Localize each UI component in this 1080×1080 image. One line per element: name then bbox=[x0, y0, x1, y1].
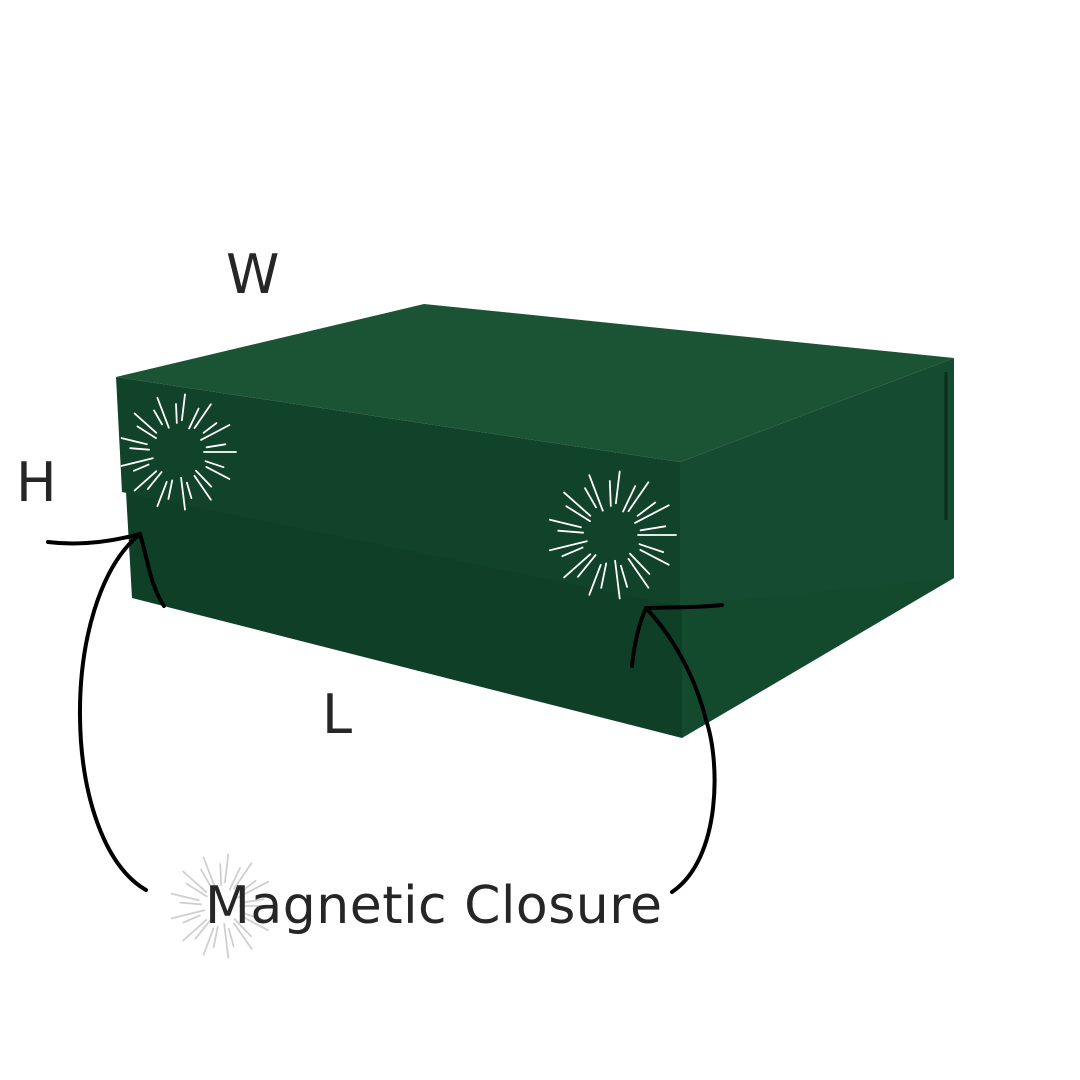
sparkle-ray bbox=[228, 867, 241, 891]
sparkle-ray bbox=[193, 403, 212, 430]
sparkle-ray bbox=[557, 529, 584, 534]
sparkle-ray bbox=[175, 403, 178, 424]
sparkle-ray bbox=[236, 880, 269, 899]
sparkle-ray bbox=[132, 463, 150, 472]
sparkle-ray bbox=[202, 422, 218, 434]
sparkle-ray bbox=[627, 481, 650, 513]
box-lid-side bbox=[680, 358, 954, 606]
sparkle-ray bbox=[549, 518, 582, 529]
sparkle-ray bbox=[193, 474, 212, 501]
sparkle-ray bbox=[156, 396, 170, 429]
sparkle-ray bbox=[242, 916, 269, 932]
sparkle-ray bbox=[223, 853, 230, 884]
sparkle-ray bbox=[240, 911, 263, 921]
box-lid-front bbox=[116, 377, 680, 606]
sparkle-ray bbox=[561, 546, 584, 558]
sparkle-ray bbox=[195, 469, 213, 488]
sparkle-ray bbox=[182, 870, 208, 893]
sparkle-ray bbox=[182, 914, 201, 924]
sparkle-ray bbox=[563, 491, 592, 517]
sparkle-ray bbox=[180, 393, 186, 422]
sparkle-ray bbox=[133, 470, 158, 492]
sparkle-ray bbox=[240, 879, 257, 893]
sparkle-ray bbox=[200, 424, 231, 441]
sparkle-ray bbox=[185, 481, 193, 500]
sparkle-ray bbox=[153, 409, 163, 426]
sparkle-ray bbox=[563, 553, 592, 579]
curved-arrow-icon bbox=[644, 606, 717, 894]
sparkle-ray bbox=[204, 460, 225, 469]
box-base-front bbox=[126, 492, 682, 738]
sparkle-ray bbox=[636, 501, 657, 517]
sparkle-ray bbox=[167, 479, 174, 500]
sparkle-ray bbox=[565, 505, 591, 522]
sparkle-ray bbox=[182, 919, 208, 942]
curved-arrow-icon bbox=[78, 532, 148, 892]
sparkle-ray bbox=[120, 457, 154, 467]
magnetic-closure-caption: Magnetic Closure bbox=[205, 876, 663, 936]
sparkle-ray bbox=[549, 540, 588, 552]
left-magnet-arrow bbox=[46, 531, 166, 892]
sparkle-ray bbox=[620, 564, 628, 588]
sparkle-ray bbox=[200, 868, 211, 887]
sparkle-burst-icon bbox=[170, 853, 275, 959]
sparkle-ray bbox=[219, 863, 223, 886]
sparkle-ray bbox=[588, 564, 602, 596]
right-magnet-arrow bbox=[630, 603, 724, 894]
arrow-head-right bbox=[630, 603, 724, 668]
sparkle-ray bbox=[615, 470, 621, 505]
arrow-head-left bbox=[46, 531, 166, 608]
sparkle-ray bbox=[233, 918, 253, 938]
sparkle-ray bbox=[577, 554, 597, 578]
sparkle-ray bbox=[212, 925, 219, 949]
sparkle-ray bbox=[179, 901, 203, 906]
sparkle-ray bbox=[205, 443, 227, 449]
sparkle-ray bbox=[241, 898, 265, 904]
sparkle-ray bbox=[133, 412, 158, 434]
box-lid-top bbox=[116, 304, 954, 462]
sparkle-ray bbox=[639, 525, 667, 532]
sparkle-ray bbox=[188, 407, 200, 430]
sparkle-ray bbox=[584, 487, 597, 509]
sparkle-ray bbox=[614, 559, 621, 600]
length-label: L bbox=[322, 683, 353, 746]
sparkle-ray bbox=[202, 927, 215, 956]
sparkle-ray bbox=[232, 922, 253, 950]
sparkle-ray bbox=[629, 552, 651, 575]
sparkle-ray bbox=[232, 862, 253, 890]
sparkle-ray bbox=[638, 543, 665, 553]
sparkle-ray bbox=[146, 471, 163, 491]
sparkle-ray bbox=[634, 504, 670, 524]
sparkle-ray bbox=[170, 892, 200, 902]
sparkle-burst-icon bbox=[120, 393, 237, 511]
sparkle-ray bbox=[136, 425, 157, 440]
sparkle-ray bbox=[600, 562, 608, 589]
sparkle-ray bbox=[180, 476, 186, 511]
sparkle-ray bbox=[202, 856, 217, 891]
sparkle-ray bbox=[639, 549, 670, 566]
sparkle-ray bbox=[608, 480, 612, 507]
width-label: W bbox=[226, 243, 280, 306]
sparkle-ray bbox=[205, 465, 231, 480]
sparkle-ray bbox=[185, 882, 208, 898]
sparkle-ray bbox=[622, 485, 636, 513]
sparkle-ray bbox=[156, 480, 168, 508]
height-label: H bbox=[16, 451, 57, 514]
sparkle-ray bbox=[120, 437, 148, 446]
sparkle-ray bbox=[588, 474, 604, 512]
sparkle-ray bbox=[170, 909, 206, 920]
sparkle-ray bbox=[223, 923, 230, 959]
sparkle-ray bbox=[627, 558, 650, 589]
sparkle-ray bbox=[129, 447, 151, 451]
sparkle-ray bbox=[194, 919, 212, 940]
sparkle-burst-icon bbox=[549, 470, 677, 600]
sparkle-ray bbox=[227, 928, 235, 948]
